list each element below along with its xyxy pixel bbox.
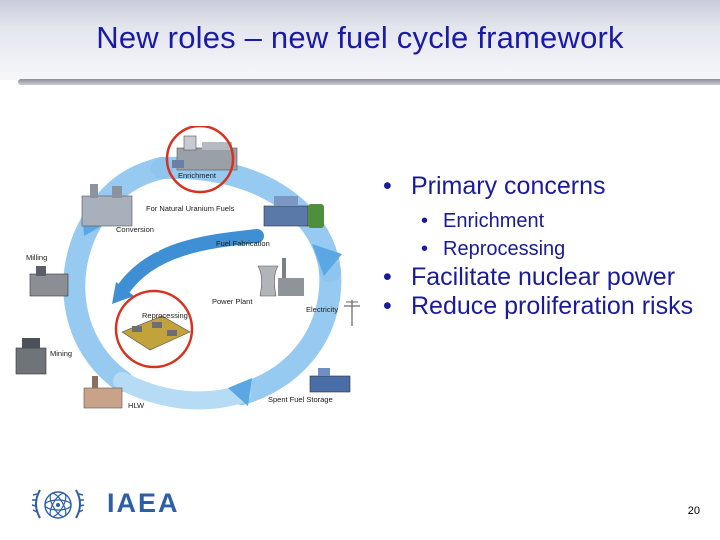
bullet-list: • Primary concerns • Enrichment • Reproc… xyxy=(383,172,703,321)
label-mining: Mining xyxy=(50,349,72,358)
fuel-cycle-diagram: Enrichment For Natural Uranium Fuels Con… xyxy=(12,126,374,414)
label-enrichment: Enrichment xyxy=(178,171,217,180)
label-milling: Milling xyxy=(26,253,47,262)
header-rule xyxy=(18,79,720,85)
bullet-facilitate: • Facilitate nuclear power xyxy=(383,263,703,292)
iaea-logo-text: IAEA xyxy=(107,488,180,519)
bullet-dot: • xyxy=(383,263,392,292)
label-fuel-fabrication: Fuel Fabrication xyxy=(216,239,270,248)
bullet-reprocessing: • Reprocessing xyxy=(383,235,703,263)
label-reprocessing: Reprocessing xyxy=(142,311,188,320)
label-conversion: Conversion xyxy=(116,225,154,234)
bullet-dot: • xyxy=(383,172,392,201)
iaea-emblem-icon xyxy=(28,482,88,528)
bullet-dot: • xyxy=(383,292,392,321)
label-power-plant: Power Plant xyxy=(212,297,253,306)
label-electricity: Electricity xyxy=(306,305,338,314)
slide-title: New roles – new fuel cycle framework xyxy=(0,20,720,56)
label-spent-fuel-storage: Spent Fuel Storage xyxy=(268,395,333,404)
label-hlw: HLW xyxy=(128,401,145,410)
bullet-enrichment: • Enrichment xyxy=(383,207,703,235)
bullet-primary-concerns: • Primary concerns xyxy=(383,172,703,201)
bullet-dot: • xyxy=(421,235,428,263)
label-natural-uranium: For Natural Uranium Fuels xyxy=(146,204,235,213)
bullet-reduce-risks: • Reduce proliferation risks xyxy=(383,292,703,321)
page-number: 20 xyxy=(688,505,700,517)
bullet-dot: • xyxy=(421,207,428,235)
